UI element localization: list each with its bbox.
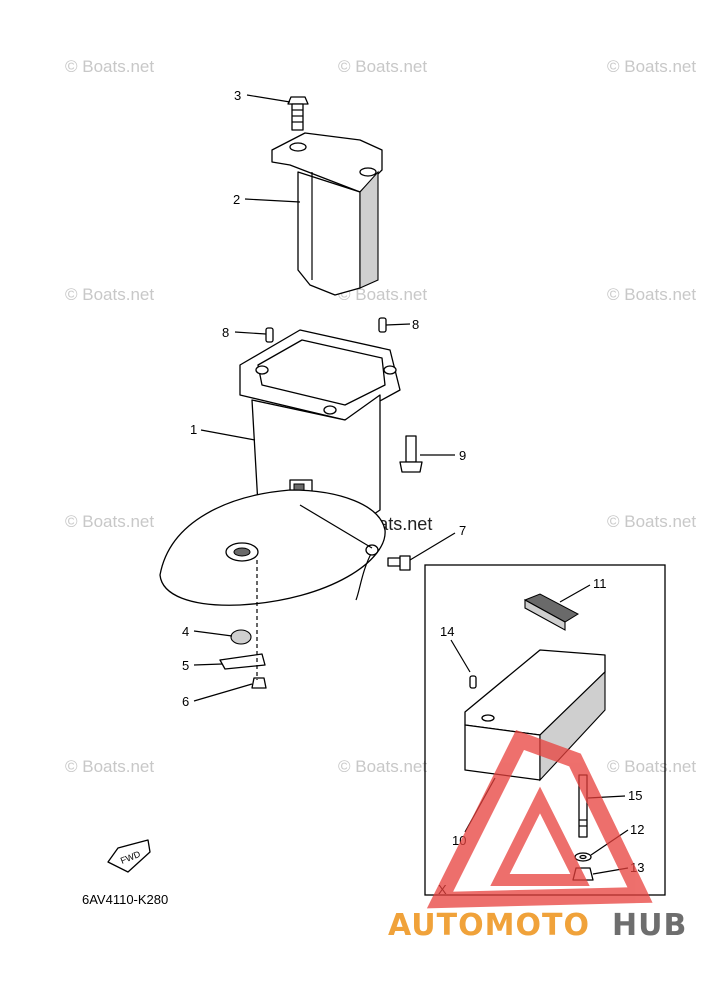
part-2-upper-housing[interactable] [271, 132, 383, 296]
part-7-screw-wire[interactable] [355, 544, 411, 601]
fwd-arrow-icon: FWD [107, 839, 151, 873]
callout-6: 6 [182, 694, 189, 709]
watermark: © Boats.net [607, 512, 696, 531]
watermark: © Boats.net [65, 57, 154, 76]
callout-7: 7 [459, 523, 466, 538]
watermark: © Boats.net [65, 757, 154, 776]
callout-2: 2 [233, 192, 240, 207]
part-6-nut[interactable] [251, 677, 267, 689]
watermark: © Boats.net [338, 285, 427, 304]
callout-8a: 8 [222, 325, 229, 340]
callout-1: 1 [190, 422, 197, 437]
watermark: © Boats.net [65, 512, 154, 531]
part-12-washer[interactable] [574, 852, 592, 862]
part-9-bolt[interactable] [399, 435, 423, 473]
part-5-plate[interactable] [219, 653, 266, 670]
watermark: © Boats.net [607, 57, 696, 76]
brand-logo-icon [426, 730, 653, 909]
part-11-seal[interactable] [523, 593, 580, 631]
diagram-code: 6AV4110-K280 [82, 892, 168, 907]
callout-14: 14 [440, 624, 454, 639]
callout-4: 4 [182, 624, 189, 639]
anti-ventilation-plate [159, 489, 386, 606]
watermark: © Boats.net [607, 285, 696, 304]
brand-text-hub: HUB [612, 908, 687, 943]
watermark: © Boats.net [65, 285, 154, 304]
callout-15: 15 [628, 788, 642, 803]
callout-9: 9 [459, 448, 466, 463]
callout-11: 11 [593, 576, 607, 591]
brand-text-automoto: AUTOMOTO [388, 908, 590, 943]
watermark: © Boats.net [338, 57, 427, 76]
watermark: © Boats.net [607, 757, 696, 776]
callout-8b: 8 [412, 317, 419, 332]
watermarks: © Boats.net © Boats.net © Boats.net © Bo… [65, 57, 696, 776]
watermark: © Boats.net [338, 757, 427, 776]
part-3-bolt[interactable] [287, 96, 309, 131]
callout-3: 3 [234, 88, 241, 103]
brand-wordmark: AUTOMOTO HUB [388, 908, 687, 943]
part-14-pin[interactable] [469, 675, 477, 689]
part-8-dowel-pins[interactable] [265, 317, 387, 343]
part-4-grommet[interactable] [230, 629, 252, 645]
callout-12: 12 [630, 822, 644, 837]
callout-5: 5 [182, 658, 189, 673]
